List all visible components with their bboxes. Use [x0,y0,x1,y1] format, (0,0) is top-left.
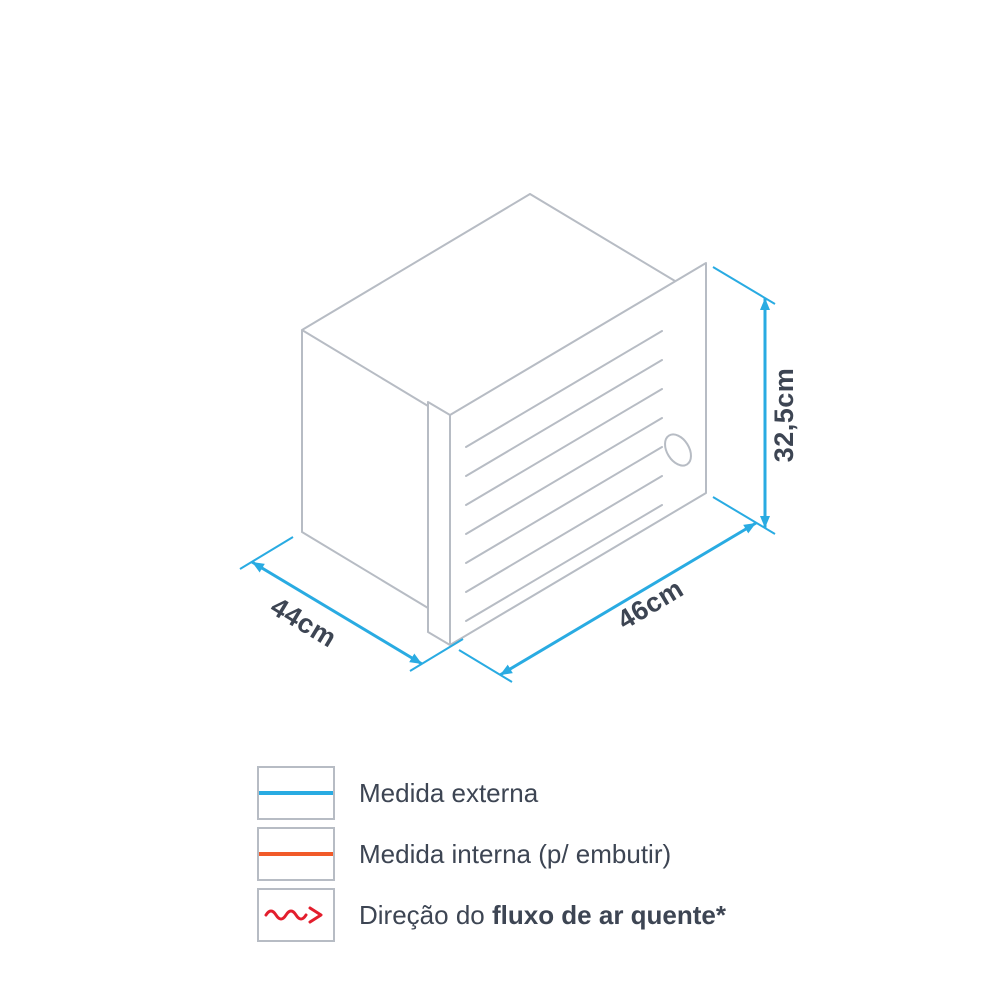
legend-label-internal: Medida interna (p/ embutir) [359,838,672,869]
door-louvers [465,330,663,622]
width-dimension [458,521,757,683]
airflow-label-bold: fluxo de ar quente* [491,899,727,930]
airflow-arrow-icon [264,906,323,924]
height-dimension [712,266,776,535]
depth-dimension [239,536,464,672]
width-dimension-line [499,521,757,677]
appliance-drawing [301,193,707,646]
legend-item-external: Medida externa [257,766,726,820]
external-measure-symbol [257,766,335,820]
door-panel [427,262,707,646]
legend-label-external: Medida externa [359,777,539,808]
depth-dimension-line [251,560,423,666]
blue-line-icon [259,791,333,795]
legend-item-airflow: Direção do fluxo de ar quente* [257,888,726,942]
internal-measure-symbol [257,827,335,881]
width-dimension-label: 46cm [612,573,688,635]
width-extension-lines [458,649,513,683]
airflow-symbol [257,888,335,942]
legend-item-internal: Medida interna (p/ embutir) [257,827,726,881]
airflow-label-regular: Direção do [359,899,492,930]
legend: Medida externa Medida interna (p/ embuti… [257,766,726,942]
height-dimension-label: 32,5cm [769,368,799,463]
cabinet-outline [301,193,676,609]
depth-extension-lines [239,536,464,672]
depth-dimension-label: 44cm [265,591,341,653]
legend-label-airflow: Direção do fluxo de ar quente* [359,900,726,931]
orange-line-icon [259,852,333,856]
door-knob [664,433,692,467]
